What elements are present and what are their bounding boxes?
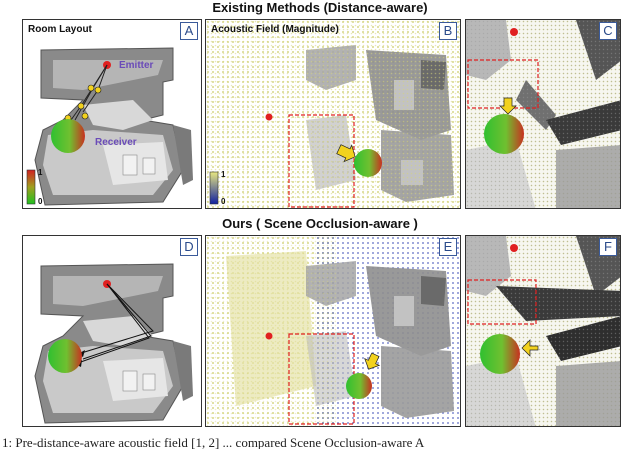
colorbar-b-min: 0 xyxy=(221,197,226,206)
emitter-dot-icon xyxy=(265,113,273,121)
acoustic-field-b-illustration xyxy=(206,20,460,208)
room-layout-a-illustration xyxy=(26,47,193,206)
panel-e-letter: E xyxy=(439,238,457,256)
panel-a-title: Room Layout xyxy=(28,24,92,35)
panel-b-title: Acoustic Field (Magnitude) xyxy=(211,24,339,35)
panel-d-letter: D xyxy=(180,238,198,256)
emitter-dot-icon xyxy=(510,28,518,36)
panel-f-letter: F xyxy=(599,238,617,256)
panel-f-zoom: F xyxy=(465,235,621,427)
receiver-sphere-icon xyxy=(48,339,82,373)
emitter-dot-icon xyxy=(265,332,273,340)
figure-caption: 1: Pre-distance-aware acoustic field [1,… xyxy=(2,437,425,449)
receiver-label: Receiver xyxy=(95,137,137,148)
pointer-arrow-icon xyxy=(521,339,539,357)
receiver-sphere-icon xyxy=(354,149,382,177)
receiver-sphere-icon xyxy=(484,114,524,154)
colorbar-b-max: 1 xyxy=(221,170,226,179)
panel-d-room-layout: D xyxy=(22,235,202,427)
section-title-ours: Ours ( Scene Occlusion-aware ) xyxy=(222,216,418,231)
receiver-sphere-icon xyxy=(480,334,520,374)
panel-a-room-layout: Room Layout A Emitter Receiver 1 0 xyxy=(22,19,202,209)
panel-c-zoom: C xyxy=(465,19,621,209)
pointer-arrow-icon xyxy=(336,144,356,163)
panel-b-letter: B xyxy=(439,22,457,40)
pointer-arrow-icon xyxy=(499,97,517,115)
colorbar-a xyxy=(26,169,36,205)
pointer-arrow-icon xyxy=(364,352,381,370)
receiver-sphere-icon xyxy=(51,119,85,153)
panel-c-letter: C xyxy=(599,22,617,40)
colorbar-a-min: 0 xyxy=(38,197,43,206)
panel-a-letter: A xyxy=(180,22,198,40)
colorbar-b xyxy=(209,171,219,205)
emitter-label: Emitter xyxy=(119,60,154,71)
panel-b-acoustic-field: Acoustic Field (Magnitude) B 1 0 xyxy=(205,19,461,209)
emitter-dot-icon xyxy=(510,244,518,252)
zoom-c-illustration xyxy=(466,20,620,208)
panel-e-acoustic-field: E xyxy=(205,235,461,427)
zoom-f-illustration xyxy=(466,236,620,426)
colorbar-a-max: 1 xyxy=(38,168,43,177)
room-layout-d-illustration xyxy=(34,263,193,424)
acoustic-field-e-illustration xyxy=(206,236,460,426)
receiver-sphere-icon xyxy=(346,373,372,399)
section-title-existing: Existing Methods (Distance-aware) xyxy=(212,0,428,15)
